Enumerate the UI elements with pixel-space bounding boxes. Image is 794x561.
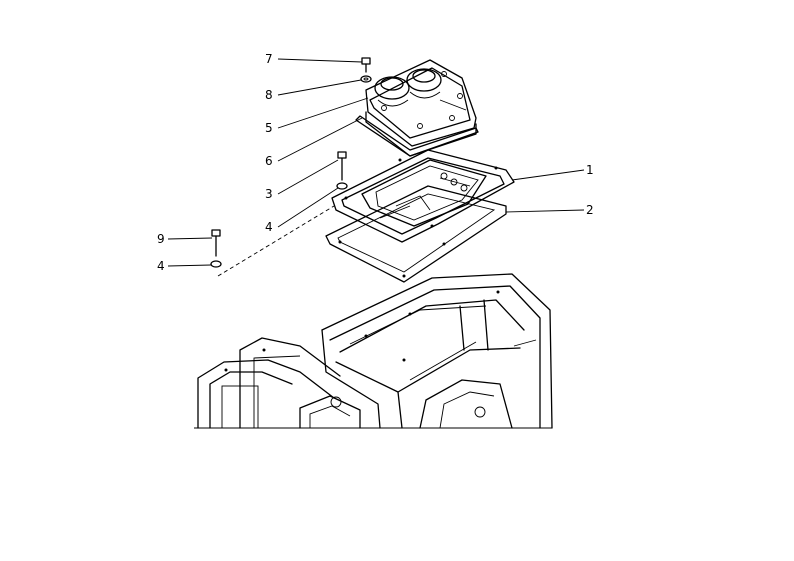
callout-1: 1 <box>586 163 594 177</box>
cover-gasket <box>355 115 479 157</box>
callout-4-upper: 4 <box>265 220 273 234</box>
callout-6: 6 <box>265 154 273 168</box>
callout-5: 5 <box>265 121 273 135</box>
bolt-9 <box>211 229 221 257</box>
callout-3: 3 <box>265 187 273 201</box>
callout-8: 8 <box>265 88 273 102</box>
washer-8 <box>360 75 372 83</box>
callout-4-lower: 4 <box>157 259 165 273</box>
transmission-case <box>194 273 553 429</box>
callout-7: 7 <box>265 52 273 66</box>
bolt-7 <box>361 57 371 73</box>
washer-4-upper <box>336 182 348 190</box>
assembly-centerline <box>217 205 335 277</box>
housing-gasket <box>325 185 507 283</box>
callout-2: 2 <box>586 203 594 217</box>
top-cover <box>365 59 477 157</box>
callout-labels: 7 8 5 6 3 4 9 4 1 2 <box>157 52 594 273</box>
washer-4-lower <box>210 260 222 268</box>
bolt-3 <box>337 151 347 181</box>
leader-lines <box>167 58 585 267</box>
callout-9: 9 <box>157 232 165 246</box>
